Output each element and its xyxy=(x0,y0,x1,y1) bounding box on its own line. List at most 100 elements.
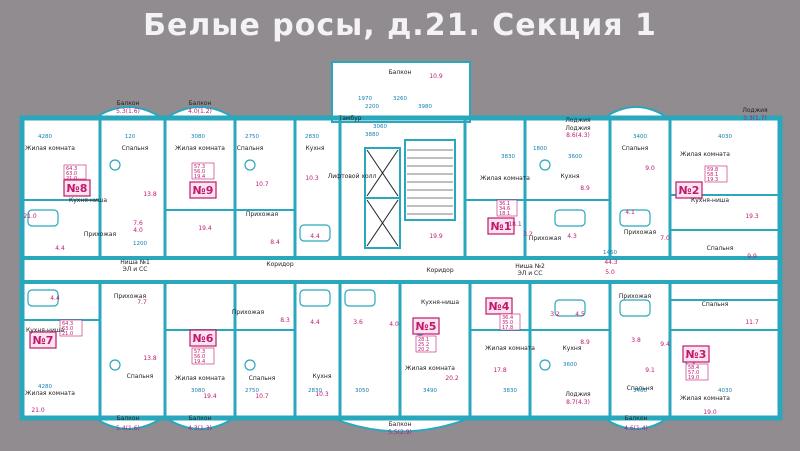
area-table-apt4: 36.4 35.0 17.8 xyxy=(499,313,521,331)
room-label: ЭЛ и СС xyxy=(123,266,148,273)
area-value: 3.6 xyxy=(353,319,363,326)
lift-shafts xyxy=(366,149,399,247)
area-value: 8.9 xyxy=(580,339,590,346)
table-cell: 63.0 xyxy=(62,326,73,332)
room-label: Кухня xyxy=(561,173,580,180)
dim-label: 3050 xyxy=(355,388,369,394)
dim-label: 2830 xyxy=(305,134,319,140)
area-value: 7.0 xyxy=(660,235,670,242)
area-value: 3.2 xyxy=(523,231,533,238)
balcony-area: 4.3(1.3) xyxy=(188,425,212,432)
area-value: 8.4 xyxy=(270,239,280,246)
dim-label: 3830 xyxy=(503,388,517,394)
area-value: 19.4 xyxy=(203,393,217,400)
apt-number: №5 xyxy=(416,320,437,333)
dim-label: 3080 xyxy=(191,388,205,394)
room-label: Прихожая xyxy=(529,235,562,242)
table-cell: 19.3 xyxy=(707,177,718,183)
room-label: Прихожая xyxy=(246,211,279,218)
area-value: 44.3 xyxy=(604,259,618,266)
area-value: 4.1 xyxy=(625,209,635,216)
area-value: 19.0 xyxy=(703,409,717,416)
dim-label: 2200 xyxy=(365,104,379,110)
area-table-apt2: 59.8 58.1 19.3 xyxy=(704,165,728,183)
balcony-label: Балкон xyxy=(625,415,648,422)
table-cell: 36.1 xyxy=(499,201,510,207)
room-label: Жилая комната xyxy=(480,175,530,182)
dimensions: 4280 3080 2750 2830 3060 3400 4030 3830 … xyxy=(38,96,732,394)
apt-number: №6 xyxy=(193,332,214,345)
area-value: 4.4 xyxy=(310,233,320,240)
dim-label: 4280 xyxy=(38,134,52,140)
room-label: Прихожая xyxy=(84,231,117,238)
table-cell: 36.4 xyxy=(502,315,513,321)
area-value: 19.4 xyxy=(198,225,212,232)
table-cell: 17.8 xyxy=(502,325,513,331)
table-cell: 19.0 xyxy=(688,375,699,381)
area-value: 9.1 xyxy=(645,367,655,374)
room-label: ЭЛ и СС xyxy=(518,270,543,277)
room-label: Спальня xyxy=(249,375,276,382)
apartment-badges: №8 №9 №7 №6 №1 №2 №4 №5 №3 xyxy=(29,179,710,363)
room-label: Жилая комната xyxy=(175,375,225,382)
area-value: 4.3 xyxy=(567,233,577,240)
dim-label: 3490 xyxy=(423,388,437,394)
area-table-apt5: 28.1 25.2 20.2 xyxy=(415,335,437,353)
table-cell: 58.4 xyxy=(688,365,699,371)
area-value: 5.0 xyxy=(605,269,615,276)
area-value: 10.7 xyxy=(255,393,269,400)
dim-label: 3060 xyxy=(373,124,387,130)
table-cell: 34.6 xyxy=(499,206,510,212)
room-label: Жилая комната xyxy=(405,365,455,372)
balcony-label: Балкон xyxy=(389,421,412,428)
room-label: Тамбур xyxy=(338,115,362,122)
dim-label: 3460 xyxy=(633,388,647,394)
table-cell: 63.0 xyxy=(66,171,77,177)
area-value: 10.3 xyxy=(315,391,329,398)
area-value: 7.7 xyxy=(137,299,147,306)
table-cell: 28.1 xyxy=(418,337,429,343)
table-cell: 57.3 xyxy=(194,164,205,170)
area-value: 20.2 xyxy=(445,375,459,382)
balcony-area: 4.6(1.4) xyxy=(624,425,648,432)
table-cell: 25.2 xyxy=(418,342,429,348)
dim-label: 1450 xyxy=(603,250,617,256)
table-cell: 59.8 xyxy=(707,167,718,173)
table-cell: 20.2 xyxy=(418,347,429,353)
area-value: 13.8 xyxy=(143,191,157,198)
table-cell: 56.0 xyxy=(194,354,205,360)
table-cell: 19.4 xyxy=(194,174,205,180)
room-label: Кухня-ниша xyxy=(26,327,64,334)
room-label: Спальня xyxy=(122,145,149,152)
balcony-label: Лоджия xyxy=(565,117,591,124)
balcony-label: Балкон xyxy=(117,415,140,422)
apt-number: №4 xyxy=(489,300,510,313)
area-value: 21.0 xyxy=(23,213,37,220)
dim-label: 3260 xyxy=(393,96,407,102)
balcony-label: Балкон xyxy=(189,100,212,107)
room-areas: 21.0 13.8 4.4 7.6 4.0 19.4 10.7 10.3 8.4… xyxy=(23,73,759,416)
area-value: 17.8 xyxy=(493,367,507,374)
table-cell: 57.0 xyxy=(688,370,699,376)
area-value: 4.4 xyxy=(55,245,65,252)
dim-label: 2830 xyxy=(308,388,322,394)
area-value: 4.4 xyxy=(310,319,320,326)
room-label: Спальня xyxy=(237,145,264,152)
area-value: 18.1 xyxy=(508,221,522,228)
table-cell: 57.3 xyxy=(194,349,205,355)
room-label: Спальня xyxy=(702,301,729,308)
area-value: 9.9 xyxy=(747,253,757,260)
balcony-label: Балкон xyxy=(189,415,212,422)
area-value: 9.4 xyxy=(660,341,670,348)
area-tables: 64.3 63.0 21.0 57.3 56.0 19.4 64.3 63.0 … xyxy=(59,162,728,381)
area-table-apt3: 58.4 57.0 19.0 xyxy=(685,363,709,381)
room-label: Лоджия xyxy=(742,107,768,114)
area-value: 3.2 xyxy=(550,311,560,318)
dim-label: 3830 xyxy=(501,154,515,160)
room-label: Коридор xyxy=(426,267,453,274)
room-label: Спальня xyxy=(622,145,649,152)
room-label: Кухня xyxy=(563,345,582,352)
area-value: 11.7 xyxy=(745,319,759,326)
dim-label: 2750 xyxy=(245,388,259,394)
area-value: 4.5 xyxy=(575,311,585,318)
